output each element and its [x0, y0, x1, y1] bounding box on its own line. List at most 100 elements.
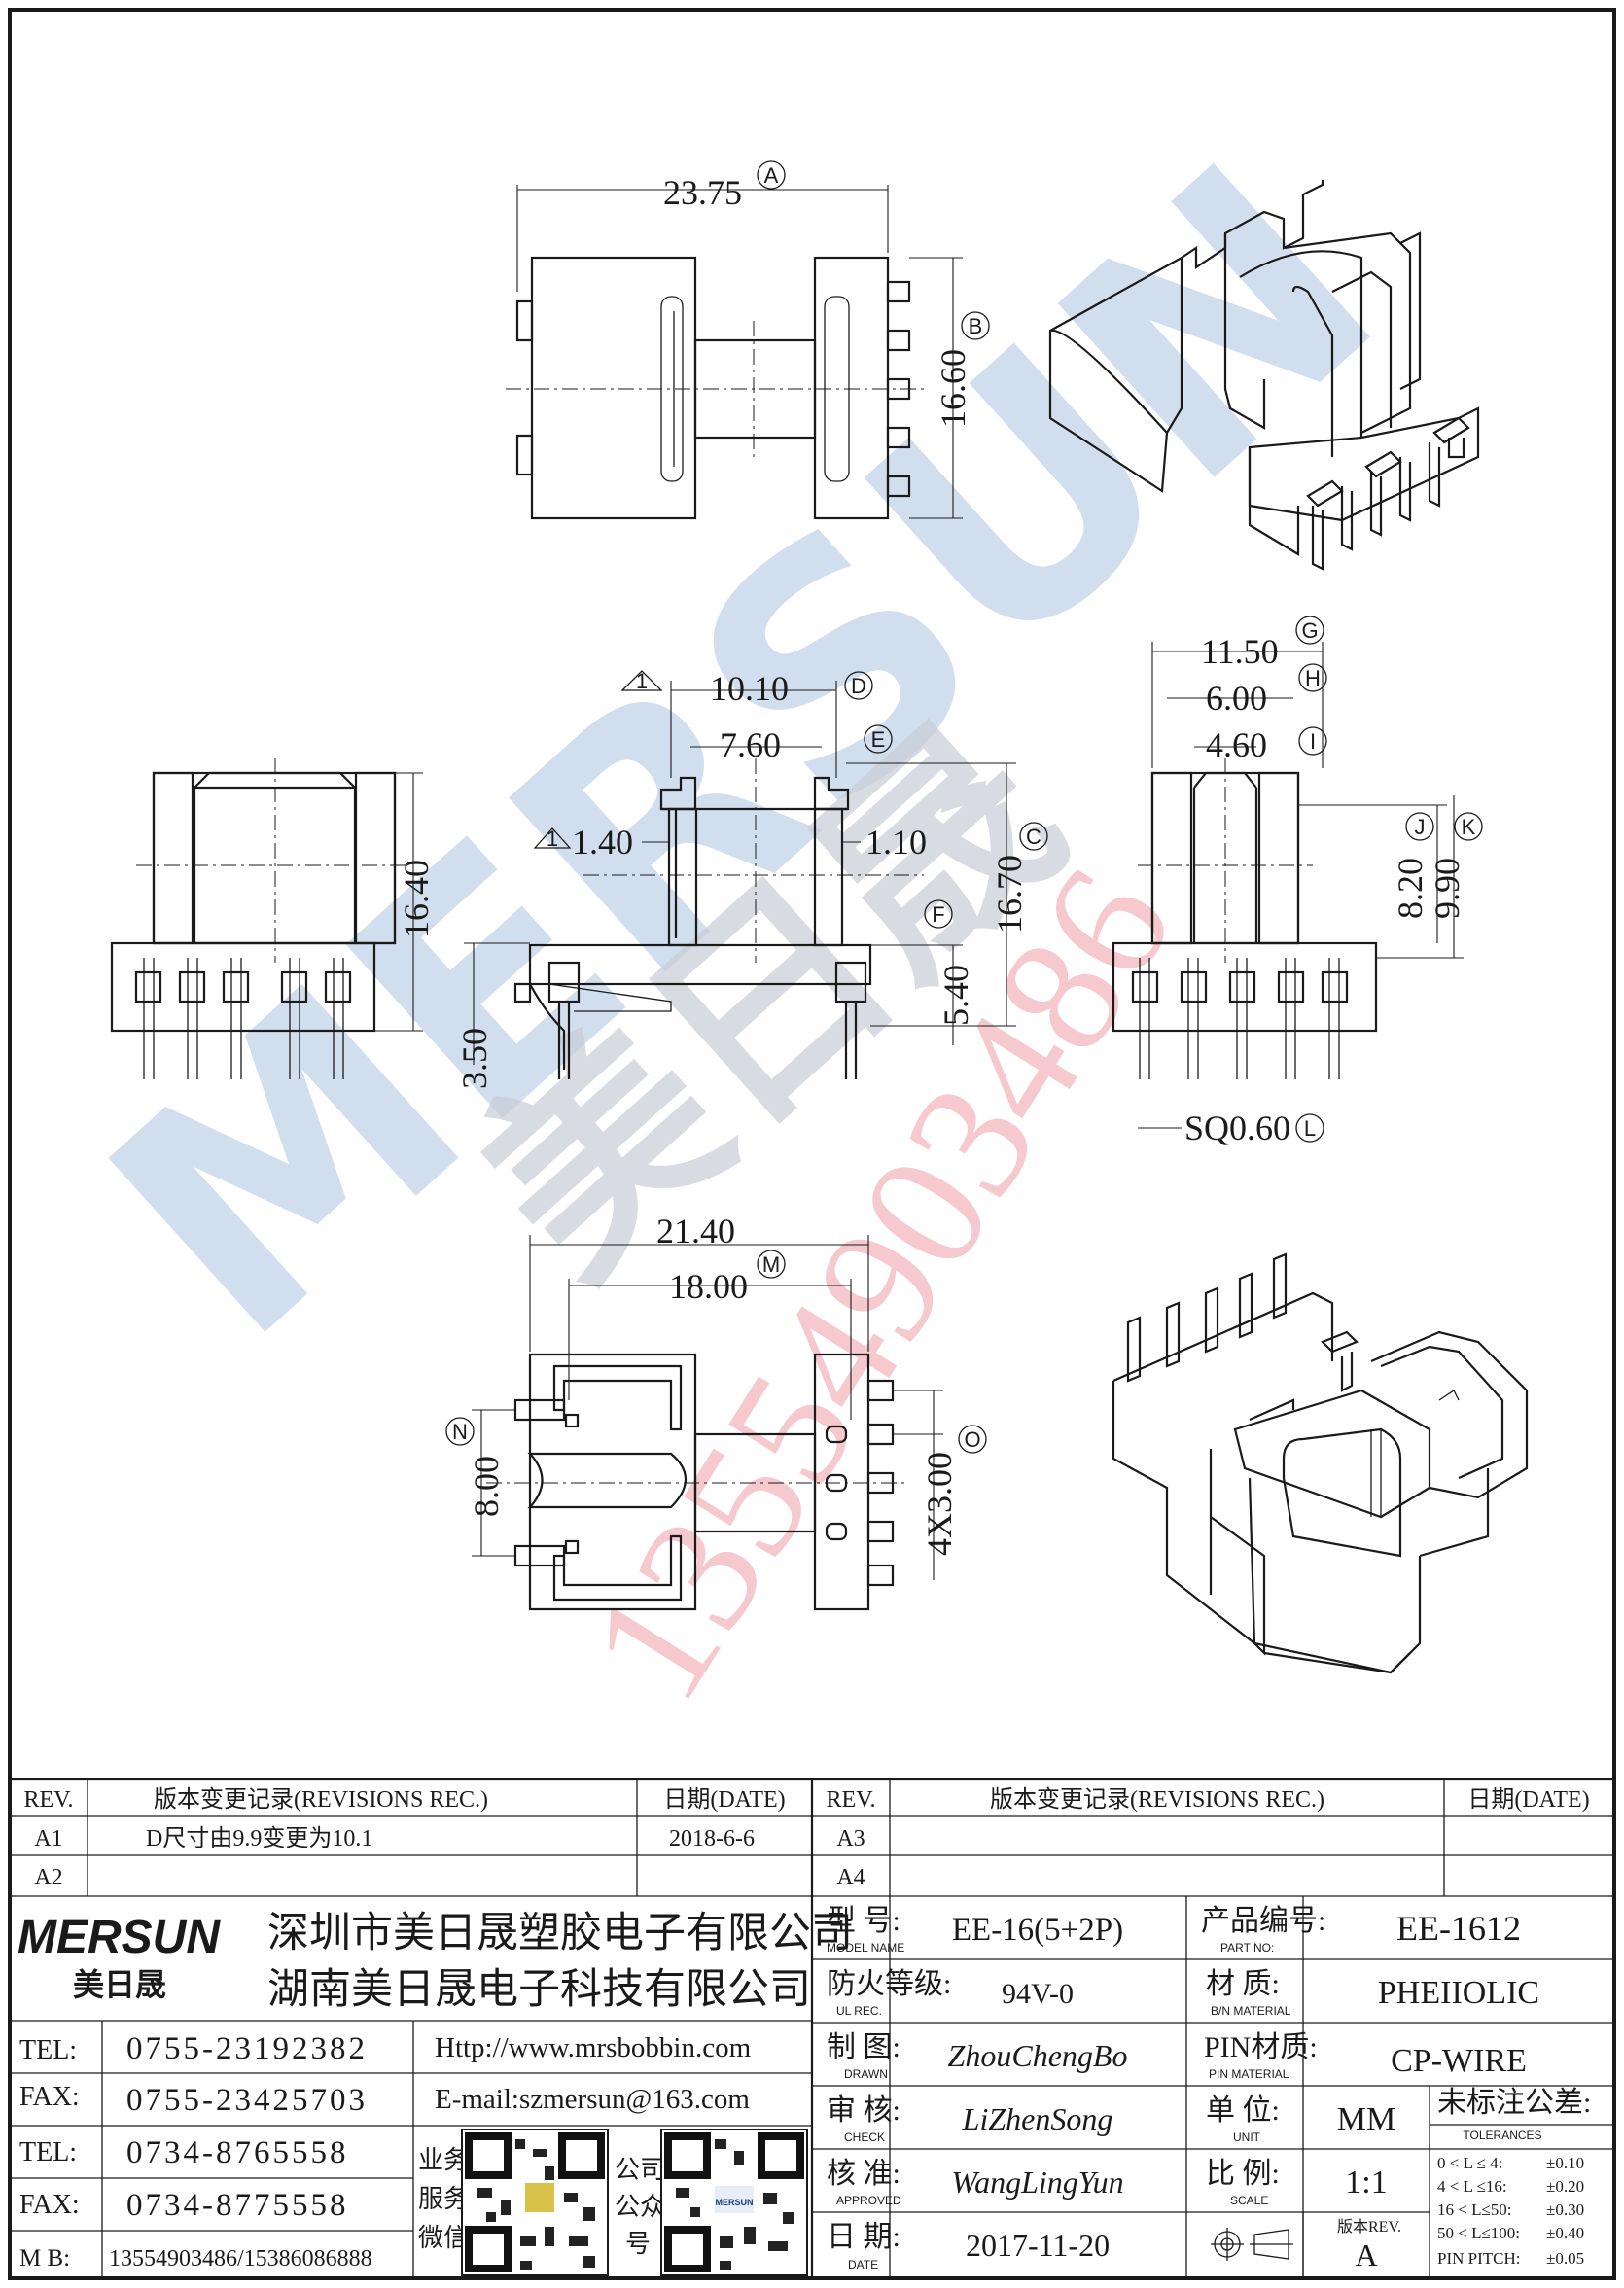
dim-b-value: 16.60 [934, 349, 972, 428]
dim-g-value: 11.50 [1201, 632, 1279, 671]
dim-bottom-width: 21.40 [656, 1212, 735, 1250]
spec-pin-value: CP-WIRE [1391, 2043, 1527, 2079]
dim-pin-length: 5.40 [936, 965, 975, 1026]
front-view: 1 10.10 D 7.60 E 1 1.40 1.10 16.70 C F 5… [455, 669, 1048, 1089]
contact-label-0: TEL: [19, 2035, 77, 2065]
company-logo: MERSUN [18, 1912, 221, 1963]
rev-right-row2-rev: A4 [836, 1865, 865, 1890]
company-web: Http://www.mrsbobbin.com [435, 2032, 752, 2063]
dim-h-value: 6.00 [1206, 679, 1267, 718]
spec-unit-value: MM [1337, 2101, 1395, 2137]
tol-value-0: ±0.10 [1546, 2154, 1584, 2172]
spec-part-label: 产品编号: [1201, 1905, 1325, 1937]
company-email: E-mail:szmersun@163.com [435, 2084, 750, 2115]
spec-check-label: 审 核: [827, 2094, 900, 2127]
rev-left-row2-rev: A2 [34, 1865, 62, 1890]
tol-range-2: 16 < L≤50: [1437, 2200, 1512, 2219]
spec-appr-value: WangLingYun [951, 2165, 1123, 2200]
qr2-label-2: 号 [625, 2230, 651, 2258]
dim-d-value: 10.10 [710, 669, 789, 708]
dim-pitch: 4X3.00 [920, 1452, 959, 1556]
spec-drawn-value: ZhouChengBo [948, 2038, 1128, 2073]
tol-range-0: 0 < L ≤ 4: [1437, 2154, 1502, 2172]
contact-label-3: FAX: [19, 2190, 80, 2220]
tol-range-4: PIN PITCH: [1437, 2249, 1520, 2268]
qr1-label-2: 微信 [418, 2224, 469, 2252]
company-name-2: 湖南美日晟电子科技有限公司 [267, 1967, 811, 2013]
contact-value-1: 0755-23425703 [126, 2083, 368, 2118]
dim-right-h2: 9.90 [1428, 858, 1466, 919]
spec-appr-sub: APPROVED [836, 2194, 901, 2207]
dim-e-id: E [871, 727, 886, 752]
spec-ul-sub: UL REC. [836, 2004, 882, 2018]
contact-label-2: TEL: [19, 2137, 77, 2167]
top-view: 23.75 A 16.60 B [506, 160, 990, 520]
tol-value-2: ±0.30 [1546, 2200, 1584, 2219]
spec-check-value: LiZhenSong [962, 2101, 1113, 2136]
spec-tol-sub: TOLERANCES [1463, 2129, 1541, 2142]
spec-drawn-label: 制 图: [827, 2031, 900, 2063]
spec-ul-label: 防火等级: [827, 1968, 951, 2000]
qr1-label-1: 服务 [418, 2185, 469, 2213]
rev-left-header-rev: REV. [24, 1787, 74, 1813]
qr-code-sales [461, 2129, 609, 2276]
dim-k-id: K [1462, 815, 1476, 839]
title-block: REV. 版本变更记录(REVISIONS REC.) 日期(DATE) A1 … [10, 1778, 1614, 2278]
tol-value-4: ±0.05 [1546, 2249, 1584, 2268]
qr2-label-0: 公司 [615, 2156, 665, 2184]
spec-appr-label: 核 准: [827, 2158, 900, 2190]
dim-h-id: H [1305, 666, 1321, 690]
spec-scale-label: 比 例: [1206, 2158, 1280, 2190]
rev-left-row1-rev: A1 [34, 1826, 62, 1851]
dim-d-id: D [851, 674, 866, 698]
dim-g-id: G [1301, 618, 1318, 643]
rev-left-header-desc: 版本变更记录(REVISIONS REC.) [154, 1786, 488, 1813]
spec-tol-label: 未标注公差: [1437, 2087, 1591, 2119]
spec-check-sub: CHECK [844, 2130, 885, 2144]
dim-wall-right: 1.10 [865, 823, 927, 862]
dim-b-id: B [969, 314, 983, 338]
rev-right-row1-rev: A3 [836, 1826, 865, 1851]
dim-side-height: 16.40 [397, 860, 436, 938]
spec-mat-sub: B/N MATERIAL [1211, 2004, 1291, 2018]
dim-e-value: 7.60 [720, 725, 781, 764]
dim-a-id: A [764, 163, 779, 188]
spec-part-sub: PART NO: [1220, 1941, 1274, 1954]
qr2-label-1: 公众 [615, 2193, 665, 2221]
dim-base-height: 3.50 [455, 1028, 494, 1089]
dim-m-id: M [762, 1252, 780, 1277]
dim-i-id: I [1310, 729, 1316, 754]
spec-part-value: EE-1612 [1396, 1909, 1521, 1948]
rev-right-header-desc: 版本变更记录(REVISIONS REC.) [990, 1786, 1324, 1813]
spec-scale-sub: SCALE [1230, 2194, 1268, 2207]
spec-mat-value: PHEIIOLIC [1378, 1975, 1539, 2011]
contact-value-3: 0734-8775558 [126, 2188, 349, 2223]
company-logo-cn: 美日晟 [73, 1967, 166, 2002]
tol-value-1: ±0.20 [1546, 2177, 1584, 2196]
spec-model-value: EE-16(5+2P) [952, 1913, 1123, 1948]
dim-bottom-width2: 18.00 [669, 1267, 748, 1306]
dim-l-id: L [1304, 1116, 1316, 1141]
dim-d-delta: 1 [636, 669, 648, 693]
right-side-view: 11.50 G 6.00 H 4.60 I J K 8.20 9.90 SQ0.… [1112, 616, 1483, 1147]
dim-n-id: N [452, 1420, 468, 1444]
spec-ul-value: 94V-0 [1002, 1978, 1074, 2010]
spec-date-label: 日 期: [827, 2221, 900, 2253]
dim-c-id: C [1026, 825, 1041, 849]
spec-model-sub: MODEL NAME [827, 1941, 904, 1954]
dim-wall-left: 1.40 [572, 823, 633, 862]
left-side-view: 16.40 [110, 758, 436, 1079]
dim-wall-delta: 1 [547, 827, 558, 851]
top-view-pins [886, 280, 911, 498]
contact-label-4: M B: [19, 2245, 70, 2271]
spec-model-label: 型 号: [827, 1905, 900, 1937]
dim-right-h1: 8.20 [1391, 858, 1430, 919]
rev-right-header-rev: REV. [827, 1787, 876, 1813]
contact-value-2: 0734-8765558 [126, 2135, 349, 2170]
spec-ver-value: A [1355, 2237, 1377, 2272]
contact-value-4: 13554903486/15386086888 [109, 2246, 372, 2271]
dim-i-value: 4.60 [1206, 725, 1267, 764]
iso-view-top [1048, 180, 1480, 571]
projection-symbol [1211, 2228, 1293, 2261]
